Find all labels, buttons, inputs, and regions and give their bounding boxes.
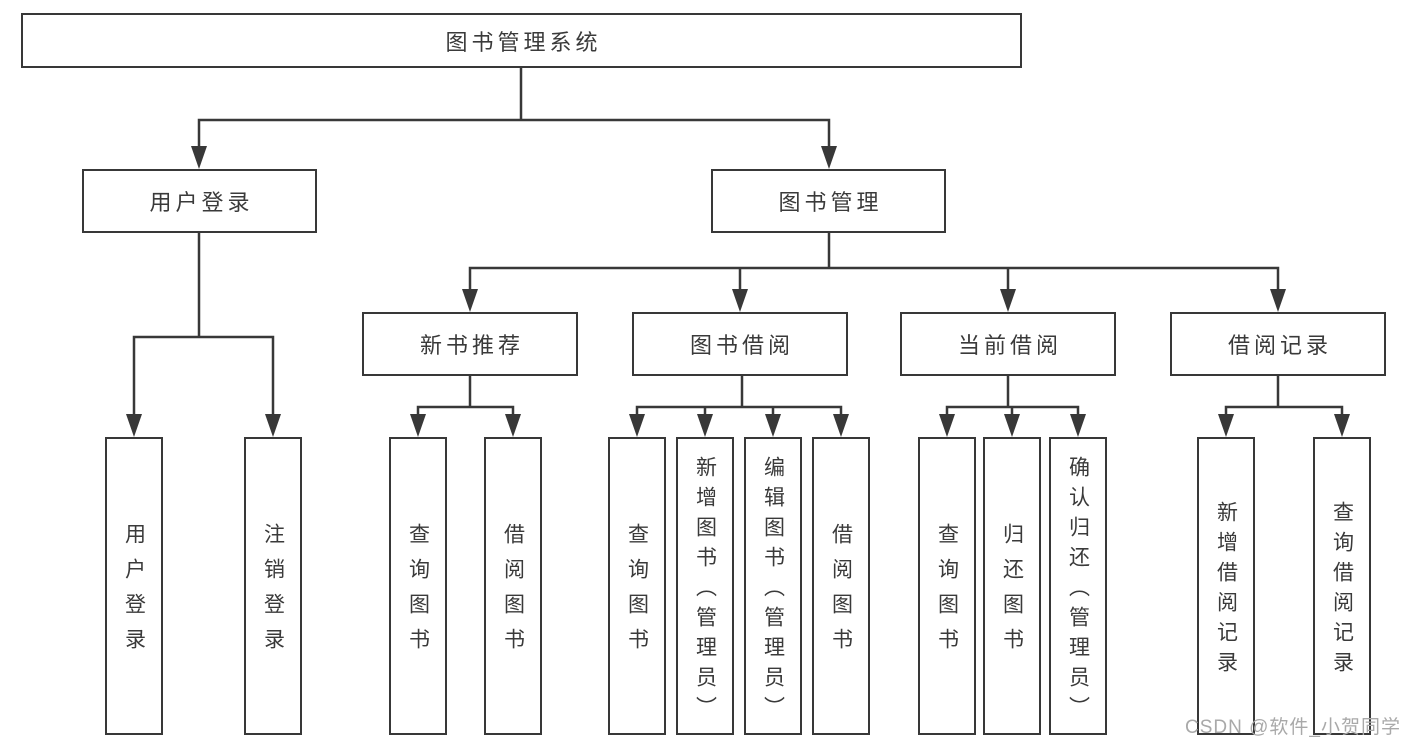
node-user-login-label: 用户登录: [149, 190, 254, 215]
leaf-bb-add-book-label: 新增图书（管理员）: [693, 455, 717, 726]
node-current-borrow-label: 当前借阅: [957, 333, 1062, 358]
node-book-management-label: 图书管理: [778, 190, 883, 215]
leaf-nb-query-book: 查询图书: [389, 437, 447, 735]
leaf-bb-query-book-label: 查询图书: [625, 523, 649, 663]
leaf-bb-add-book: 新增图书（管理员）: [676, 437, 734, 735]
node-book-management: 图书管理: [711, 169, 946, 233]
node-book-borrow-label: 图书借阅: [689, 333, 794, 358]
node-system-root: 图书管理系统: [21, 13, 1022, 68]
node-user-login: 用户登录: [82, 169, 317, 233]
leaf-cb-return-book: 归还图书: [983, 437, 1041, 735]
leaf-nb-borrow-book-label: 借阅图书: [501, 523, 525, 663]
connector-book-borrow-branch: [635, 376, 843, 416]
leaf-logout-label: 注销登录: [261, 523, 285, 663]
node-system-root-label: 图书管理系统: [445, 29, 602, 55]
leaf-bb-edit-book-label: 编辑图书（管理员）: [761, 455, 785, 726]
node-new-book-recommend: 新书推荐: [362, 312, 578, 376]
leaf-rec-add-record-label: 新增借阅记录: [1214, 500, 1238, 681]
leaf-cb-confirm-return: 确认归还（管理员）: [1049, 437, 1107, 735]
connector-book-management-branch: [468, 233, 1280, 294]
leaf-bb-query-book: 查询图书: [608, 437, 666, 735]
leaf-rec-query-record-label: 查询借阅记录: [1330, 500, 1354, 681]
leaf-cb-confirm-return-label: 确认归还（管理员）: [1066, 455, 1090, 726]
leaf-user-login: 用户登录: [105, 437, 163, 735]
connector-new-book-branch: [416, 376, 515, 416]
leaf-bb-edit-book: 编辑图书（管理员）: [744, 437, 802, 735]
leaf-rec-add-record: 新增借阅记录: [1197, 437, 1255, 735]
leaf-nb-query-book-label: 查询图书: [406, 523, 430, 663]
connector-current-borrow-branch: [945, 376, 1080, 416]
leaf-cb-return-book-label: 归还图书: [1000, 523, 1024, 663]
csdn-watermark: CSDN @软件_小贺同学: [1185, 717, 1401, 738]
leaf-rec-query-record: 查询借阅记录: [1313, 437, 1371, 735]
leaf-logout: 注销登录: [244, 437, 302, 735]
node-borrow-records-label: 借阅记录: [1227, 333, 1332, 358]
node-book-borrow: 图书借阅: [632, 312, 848, 376]
node-borrow-records: 借阅记录: [1170, 312, 1386, 376]
connector-user-login-branch: [132, 233, 275, 416]
node-new-book-recommend-label: 新书推荐: [419, 333, 524, 358]
arrowheads: [126, 146, 1350, 437]
connector-root-to-level2: [197, 68, 831, 153]
leaf-cb-query-book: 查询图书: [918, 437, 976, 735]
leaf-bb-borrow-book-label: 借阅图书: [829, 523, 853, 663]
leaf-cb-query-book-label: 查询图书: [935, 523, 959, 663]
connector-borrow-records-branch: [1224, 376, 1344, 416]
leaf-nb-borrow-book: 借阅图书: [484, 437, 542, 735]
leaf-bb-borrow-book: 借阅图书: [812, 437, 870, 735]
leaf-user-login-label: 用户登录: [122, 523, 146, 663]
node-current-borrow: 当前借阅: [900, 312, 1116, 376]
